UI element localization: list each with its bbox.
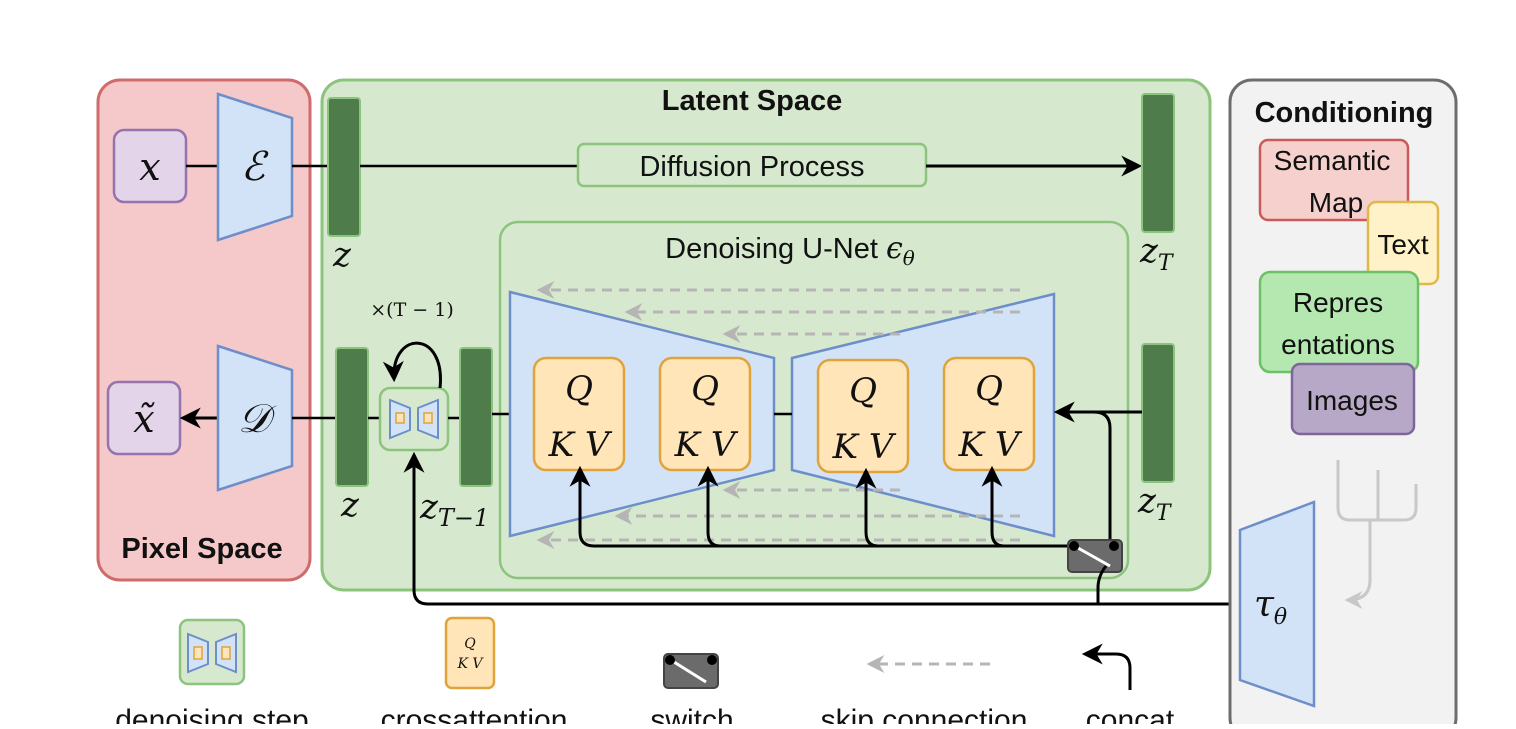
qkv-block-2: Q K V [658,356,752,472]
zT-bottom-base: z [1137,481,1157,521]
zT1-sub: T−1 [438,504,489,532]
merge-to-tau-arrow [1344,520,1372,609]
legend-mini-kv: K V [456,656,484,672]
qkv-3-q: Q [849,371,877,411]
latent-zT1-label: zT−1 [419,487,489,532]
legend-concat-label: concat [1086,704,1175,724]
qkv-block-1: Q K V [532,356,626,472]
latent-zT-bar-bottom [1141,343,1175,483]
cond-arrow-2 [697,465,721,548]
diffusion-process-label: Diffusion Process [639,151,864,183]
encoder-label: ℰ [241,144,269,190]
legend-concat-icon [1081,643,1132,690]
qkv-1-q: Q [565,369,593,409]
tau-base: τ [1254,584,1275,625]
conditioning-region: Conditioning Semantic Map Text Repres en… [1228,78,1458,729]
legend-mini-q: Q [464,636,476,652]
input-x-label: x [139,145,160,189]
zT1-base: z [419,487,439,527]
qkv-4-kv: K V [958,425,1023,465]
cond-arrow-1 [569,465,1072,548]
legend-crossattention-label: crossattention [381,704,568,724]
latent-space-label: Latent Space [662,85,843,117]
legend-crossattention-icon: Q K V [444,616,496,690]
tau-to-denoise-arrow [403,451,1240,606]
latent-z-bar-top [327,97,361,237]
images-label: Images [1306,385,1398,416]
tau-to-switch-line [1096,565,1108,604]
qkv-block-3: Q K V [816,358,910,474]
denoising-step-block [378,386,450,452]
legend-denoising-step-label: denoising step [115,704,308,724]
unet-epsilon-sub: θ [903,246,915,270]
repeat-loop-arrow [382,341,442,389]
qkv-1-kv: K V [548,425,613,465]
semantic-map-line-2: Map [1309,187,1363,218]
unet-region: Denoising U-Net ϵθ Q K V Q K V [492,220,1142,580]
qkv-4-q: Q [975,369,1003,409]
latent-z-bar-bottom [335,347,369,487]
qkv-2-q: Q [691,369,719,409]
pixel-space-label: Pixel Space [121,533,282,565]
skip-connections [536,281,1020,549]
legend-switch-label: switch [650,704,733,724]
semantic-map-box [1258,138,1410,222]
pixel-space-region: Pixel Space x ℰ x̃ 𝒟 [96,78,312,582]
semantic-map-line-1: Semantic [1274,145,1391,176]
unet-epsilon: ϵ [886,231,903,266]
latent-zT-bar-top [1141,93,1175,233]
zT-top-base: z [1139,231,1159,271]
legend-skip-connection-label: skip connection [821,704,1028,724]
decoder-trapezoid [216,344,294,492]
tau-encoder-trapezoid [1238,500,1316,708]
conditioning-merge-lines [1336,460,1418,609]
representations-line-2: entations [1281,329,1395,360]
latent-z-label-top: z [332,235,352,275]
legend: denoising step Q K V crossattention swit… [115,616,1175,729]
tau-sub: θ [1274,605,1287,630]
qkv-block-4: Q K V [942,356,1036,472]
representations-line-1: Repres [1293,287,1383,318]
switch-block [1067,539,1123,573]
zT-bottom-sub: T [1156,501,1173,526]
cond-arrow-3 [855,467,879,548]
conditioning-label: Conditioning [1255,97,1434,129]
latent-zT-label-top: zT [1139,231,1175,276]
latent-zT1-bar [459,347,493,487]
qkv-2-kv: K V [674,425,739,465]
concat-curve [1093,410,1112,546]
zT-top-sub: T [1158,251,1175,276]
latent-z-label-bottom: z [340,485,360,525]
legend-denoising-step-icon [178,618,246,686]
unet-title-text: Denoising U-Net [665,233,886,265]
conditioning-arrows [569,465,1072,548]
encoder-trapezoid [216,92,294,242]
text-cond-label: Text [1377,229,1429,260]
images-box [1290,362,1416,436]
legend-switch-icon [663,653,719,689]
repeat-label: ×(T − 1) [370,299,454,321]
qkv-3-kv: K V [832,427,897,467]
unet-title: Denoising U-Net ϵθ [665,231,915,270]
tau-label: τθ [1254,584,1287,630]
output-x-tilde-label: x̃ [133,397,154,441]
latent-zT-label-bottom: zT [1137,481,1173,526]
cond-arrow-4 [981,465,1005,548]
